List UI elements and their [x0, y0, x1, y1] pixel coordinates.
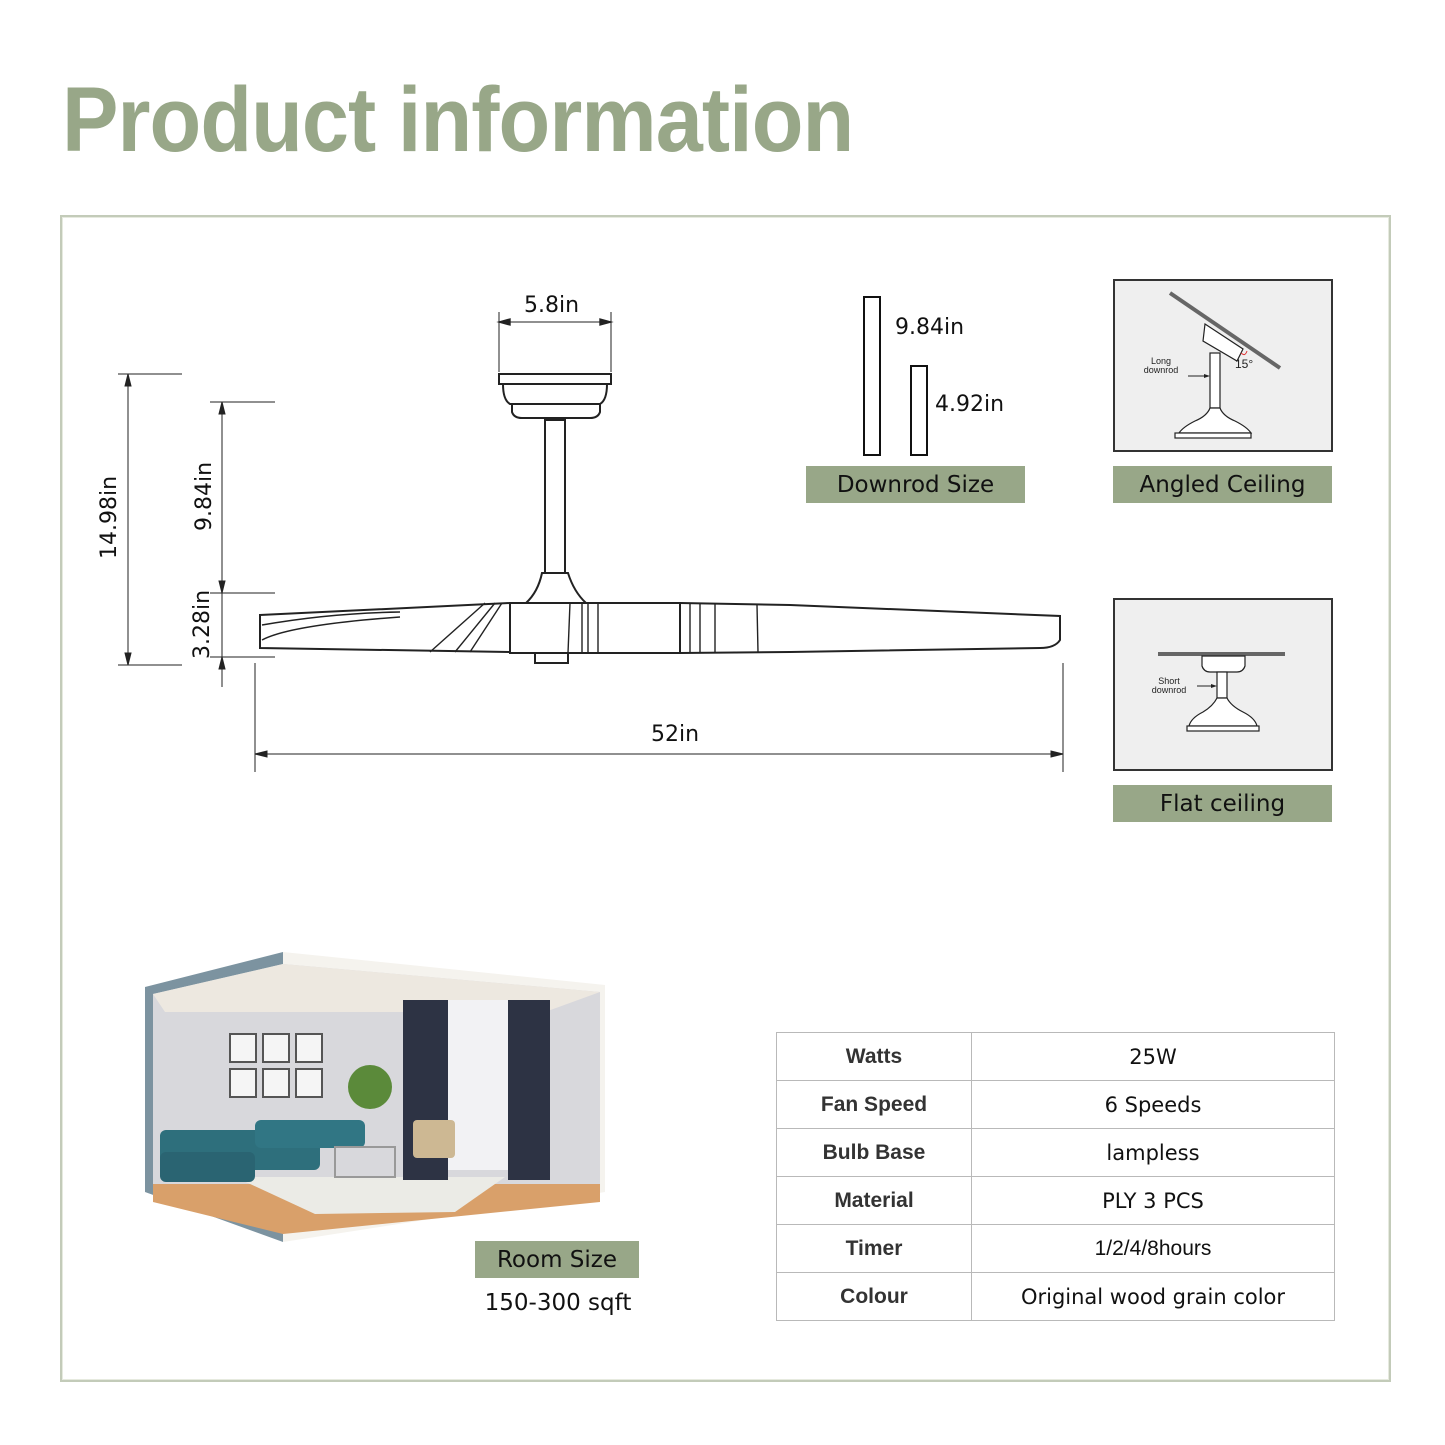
- flat-ceiling-diagram: Short downrod: [1113, 598, 1333, 771]
- short-downrod-length: 4.92in: [935, 392, 1005, 417]
- spec-key-colour: Colour: [776, 1272, 972, 1321]
- table-row: Fan Speed 6 Speeds: [776, 1080, 1335, 1129]
- downrod-length-label: 9.84in: [192, 461, 218, 532]
- long-downrod-shape: [863, 296, 881, 456]
- spec-table: Watts 25W Fan Speed 6 Speeds Bulb Base l…: [776, 1032, 1335, 1321]
- living-room-illustration: [145, 952, 605, 1242]
- table-row: Material PLY 3 PCS: [776, 1176, 1335, 1225]
- table-row: Bulb Base lampless: [776, 1128, 1335, 1177]
- flat-ceiling-label: Flat ceiling: [1113, 785, 1332, 822]
- spec-value-fan-speed: 6 Speeds: [971, 1080, 1335, 1129]
- total-height-label: 14.98in: [97, 475, 123, 560]
- room-size-label: Room Size: [475, 1241, 639, 1278]
- table-row: Colour Original wood grain color: [776, 1272, 1335, 1321]
- motor-height-label: 3.28in: [190, 589, 216, 660]
- spec-value-colour: Original wood grain color: [971, 1272, 1335, 1321]
- page-title: Product information: [62, 69, 854, 171]
- downrod-size-label: Downrod Size: [806, 466, 1025, 503]
- spec-key-fan-speed: Fan Speed: [776, 1080, 972, 1129]
- spec-key-watts: Watts: [776, 1032, 972, 1081]
- short-downrod-shape: [910, 365, 928, 456]
- long-downrod-annotation: Long downrod: [1143, 356, 1179, 375]
- long-downrod-length: 9.84in: [895, 315, 965, 340]
- angled-mount-illustration: [1168, 291, 1282, 439]
- table-row: Timer 1/2/4/8hours: [776, 1224, 1335, 1273]
- spec-key-timer: Timer: [776, 1224, 972, 1273]
- spec-value-timer: 1/2/4/8hours: [971, 1224, 1335, 1273]
- canopy-width-label: 5.8in: [524, 293, 580, 318]
- flat-mount-illustration: [1158, 652, 1285, 732]
- spec-key-material: Material: [776, 1176, 972, 1225]
- room-size-value: 150-300 sqft: [484, 1290, 632, 1316]
- fan-dimension-drawing: [118, 312, 1064, 772]
- spec-value-material: PLY 3 PCS: [971, 1176, 1335, 1225]
- angle-annotation: 15°: [1235, 357, 1254, 371]
- table-row: Watts 25W: [776, 1032, 1335, 1081]
- spec-value-bulb-base: lampless: [971, 1128, 1335, 1177]
- short-downrod-annotation: Short downrod: [1151, 676, 1187, 695]
- angled-ceiling-label: Angled Ceiling: [1113, 466, 1332, 503]
- angled-ceiling-diagram: Long downrod 15°: [1113, 279, 1333, 452]
- spec-value-watts: 25W: [971, 1032, 1335, 1081]
- spec-key-bulb-base: Bulb Base: [776, 1128, 972, 1177]
- blade-span-label: 52in: [651, 722, 700, 747]
